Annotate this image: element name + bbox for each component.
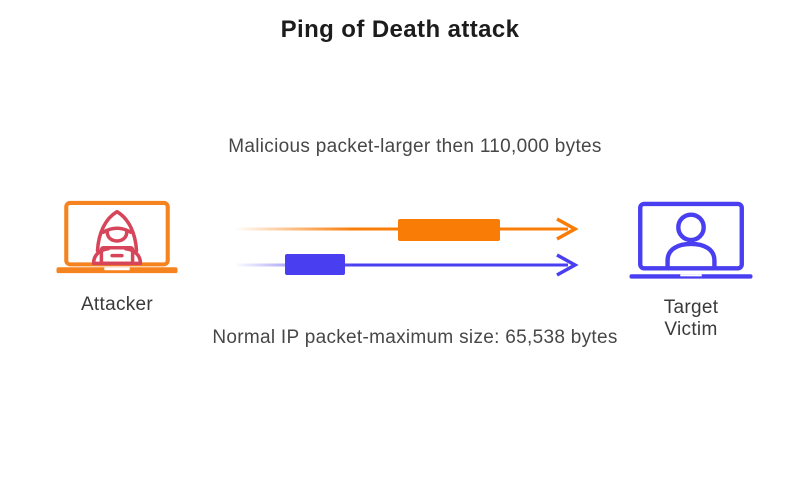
attacker-node: Attacker <box>55 199 179 316</box>
victim-node: Target Victim <box>628 200 754 341</box>
malicious-packet-block <box>398 219 500 241</box>
page-title: Ping of Death attack <box>280 16 520 43</box>
laptop-hacker-icon <box>56 200 178 274</box>
laptop-user-icon <box>629 201 753 279</box>
normal-packet-block <box>285 254 345 275</box>
victim-label-line1: Target <box>663 297 719 318</box>
attacker-label: Attacker <box>80 294 154 315</box>
malicious-packet-label: Malicious packet-larger then 110,000 byt… <box>228 136 602 157</box>
normal-packet-label: Normal IP packet-maximum size: 65,538 by… <box>212 327 618 348</box>
victim-label-line2: Victim <box>664 319 718 340</box>
